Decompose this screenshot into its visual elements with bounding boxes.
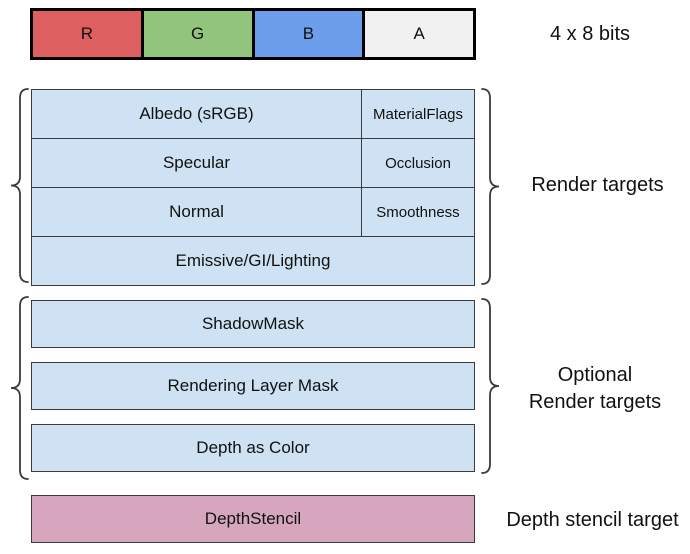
- optional-label-line2: Render targets: [528, 391, 662, 413]
- right-brace-optional-targets: [480, 298, 502, 474]
- buffer-cell-occlusion: Occlusion: [361, 139, 474, 187]
- right-brace-render-targets: [480, 88, 502, 285]
- table-row: Specular Occlusion: [32, 138, 474, 187]
- render-targets-table: Albedo (sRGB) MaterialFlags Specular Occ…: [31, 89, 475, 286]
- buffer-box-depthstencil: DepthStencil: [31, 495, 475, 543]
- optional-render-targets-label: Optional Render targets: [495, 362, 690, 416]
- buffer-box-shadowmask: ShadowMask: [31, 300, 475, 348]
- left-brace-optional-targets: [8, 296, 30, 480]
- channel-cell-g: G: [140, 11, 252, 57]
- buffer-cell-smoothness: Smoothness: [361, 188, 474, 236]
- channel-cell-r: R: [33, 11, 141, 57]
- buffer-cell-specular: Specular: [162, 153, 231, 172]
- depth-stencil-target-label: Depth stencil target: [506, 508, 679, 531]
- buffer-box-rendering-layer-mask: Rendering Layer Mask: [31, 362, 475, 410]
- buffer-cell-albedo: Albedo (sRGB): [139, 104, 254, 123]
- render-targets-label: Render targets: [531, 173, 664, 196]
- channel-bits-bar: R G B A: [30, 8, 476, 60]
- channel-cell-b: B: [251, 11, 363, 57]
- table-row: Normal Smoothness: [32, 187, 474, 236]
- optional-label-line1: Optional: [557, 364, 633, 386]
- left-brace-render-targets: [8, 88, 30, 283]
- buffer-cell-normal: Normal: [169, 202, 224, 221]
- buffer-box-depth-as-color: Depth as Color: [31, 424, 475, 472]
- table-row: Emissive/GI/Lighting: [32, 236, 474, 285]
- bits-count-label: 4 x 8 bits: [549, 22, 631, 45]
- table-row: Albedo (sRGB) MaterialFlags: [32, 90, 474, 138]
- buffer-cell-materialflags: MaterialFlags: [361, 90, 474, 138]
- channel-cell-a: A: [362, 11, 473, 57]
- buffer-cell-emissive: Emissive/GI/Lighting: [175, 251, 331, 270]
